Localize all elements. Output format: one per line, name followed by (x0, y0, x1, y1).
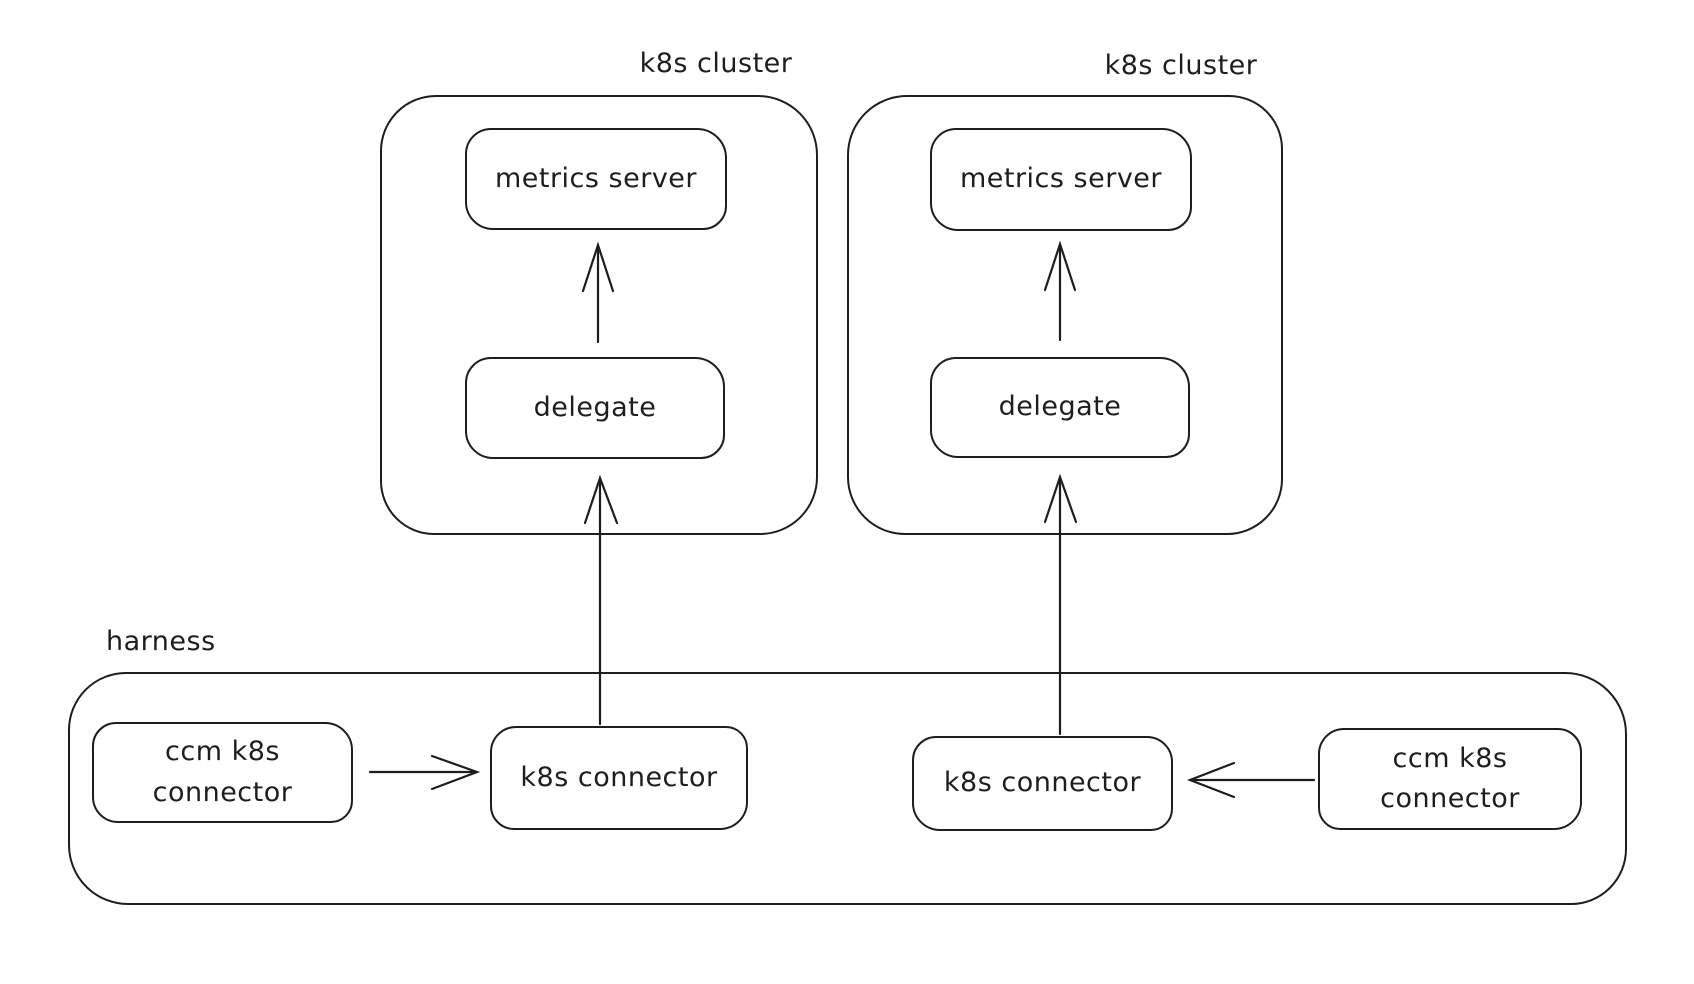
harness-label: harness (106, 626, 216, 657)
delegate-node-1: delegate (465, 357, 725, 459)
ccm-k8s-connector-label-right: ccm k8s connector (1380, 742, 1520, 815)
metrics-server-node-1: metrics server (465, 128, 727, 230)
cluster-2-box (847, 95, 1283, 535)
metrics-server-label-2: metrics server (959, 163, 1163, 195)
delegate-label-1: delegate (533, 391, 657, 423)
k8s-connector-node-right: k8s connector (912, 736, 1173, 831)
k8s-connector-label-left: k8s connector (520, 761, 718, 793)
ccm-k8s-connector-node-right: ccm k8s connector (1318, 728, 1582, 830)
ccm-k8s-connector-node-left: ccm k8s connector (92, 722, 353, 823)
delegate-label-2: delegate (998, 391, 1122, 423)
delegate-node-2: delegate (930, 357, 1190, 458)
k8s-connector-node-left: k8s connector (490, 726, 748, 830)
cluster-1-label: k8s cluster (639, 48, 793, 79)
metrics-server-node-2: metrics server (930, 128, 1192, 231)
k8s-connector-label-right: k8s connector (943, 767, 1142, 799)
metrics-server-label-1: metrics server (494, 162, 698, 194)
harness-box (68, 672, 1627, 905)
cluster-2-label: k8s cluster (1104, 50, 1258, 81)
ccm-k8s-connector-label-left: ccm k8s connector (152, 736, 293, 808)
